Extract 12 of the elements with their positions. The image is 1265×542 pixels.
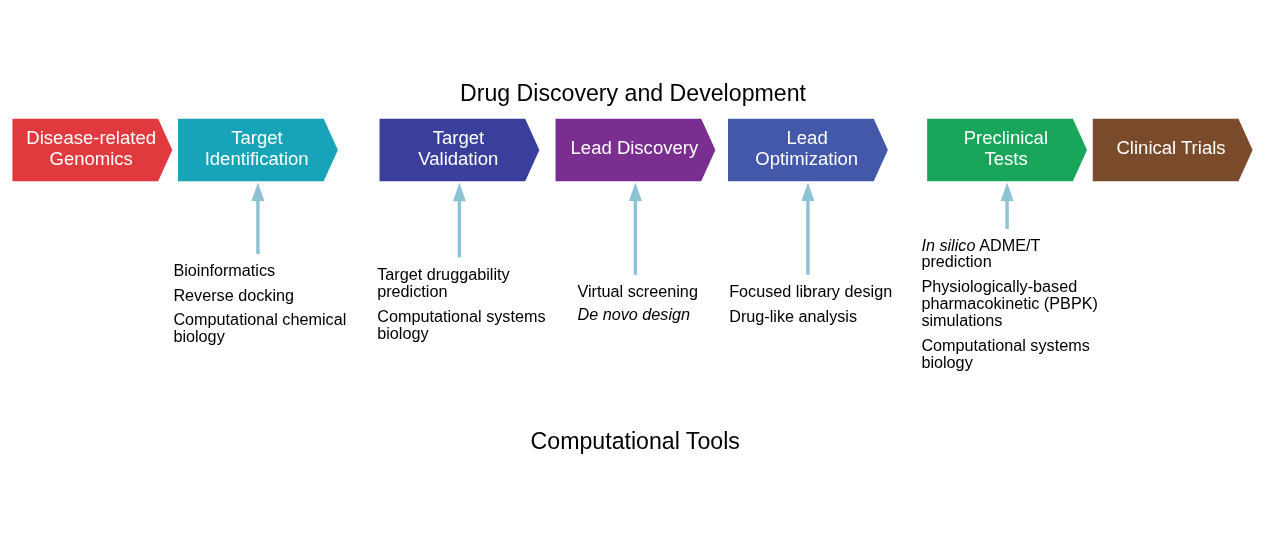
caption: Computational Tools: [530, 428, 740, 455]
arrow: [1000, 182, 1014, 229]
arrow: [628, 182, 642, 275]
node-text: In silico ADME/T prediction Physiologically-based pharmacokinetic (PBPK) simulations Computational systems biology: [921, 235, 1098, 371]
arrow: [251, 182, 265, 254]
node-text: Focused library design Drug-like analysis: [729, 282, 893, 325]
arrow: [801, 182, 815, 275]
arrow: [452, 182, 466, 258]
node-text: Target druggability prediction Computational systems biology: [377, 264, 546, 342]
diagram-title: Drug Discovery and Development: [459, 79, 806, 106]
node-text: Virtual screening De novo design: [577, 282, 698, 324]
node-text: Bioinformatics Reverse docking Computational chemical biology: [173, 261, 347, 346]
